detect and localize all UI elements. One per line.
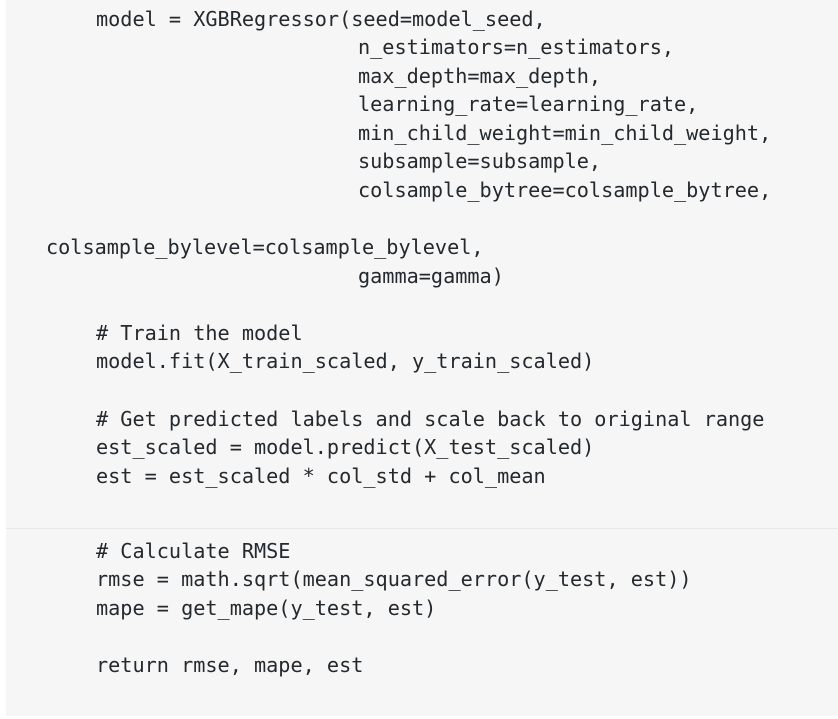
code-line: rmse = math.sqrt(mean_squared_error(y_te… <box>96 567 692 591</box>
code-line: colsample_bylevel=colsample_bylevel, <box>46 235 484 259</box>
code-line: mape = get_mape(y_test, est) <box>96 596 437 620</box>
code-line: colsample_bytree=colsample_bytree, <box>358 178 772 202</box>
code-line: gamma=gamma) <box>358 264 504 288</box>
section-divider <box>6 528 838 529</box>
code-line: min_child_weight=min_child_weight, <box>358 121 772 145</box>
code-block: model = XGBRegressor(seed=model_seed, n_… <box>6 0 838 716</box>
code-line: return rmse, mape, est <box>96 653 364 677</box>
code-line: max_depth=max_depth, <box>358 64 602 88</box>
code-comment: # Get predicted labels and scale back to… <box>96 407 765 431</box>
code-comment: # Calculate RMSE <box>96 539 291 563</box>
code-line: est = est_scaled * col_std + col_mean <box>96 464 546 488</box>
code-line: model.fit(X_train_scaled, y_train_scaled… <box>96 349 595 373</box>
code-line: est_scaled = model.predict(X_test_scaled… <box>96 435 595 459</box>
code-line: model = XGBRegressor(seed=model_seed, <box>96 7 546 31</box>
code-line: learning_rate=learning_rate, <box>358 92 699 116</box>
code-comment: # Train the model <box>96 321 303 345</box>
code-line: n_estimators=n_estimators, <box>358 35 675 59</box>
code-line: subsample=subsample, <box>358 149 602 173</box>
